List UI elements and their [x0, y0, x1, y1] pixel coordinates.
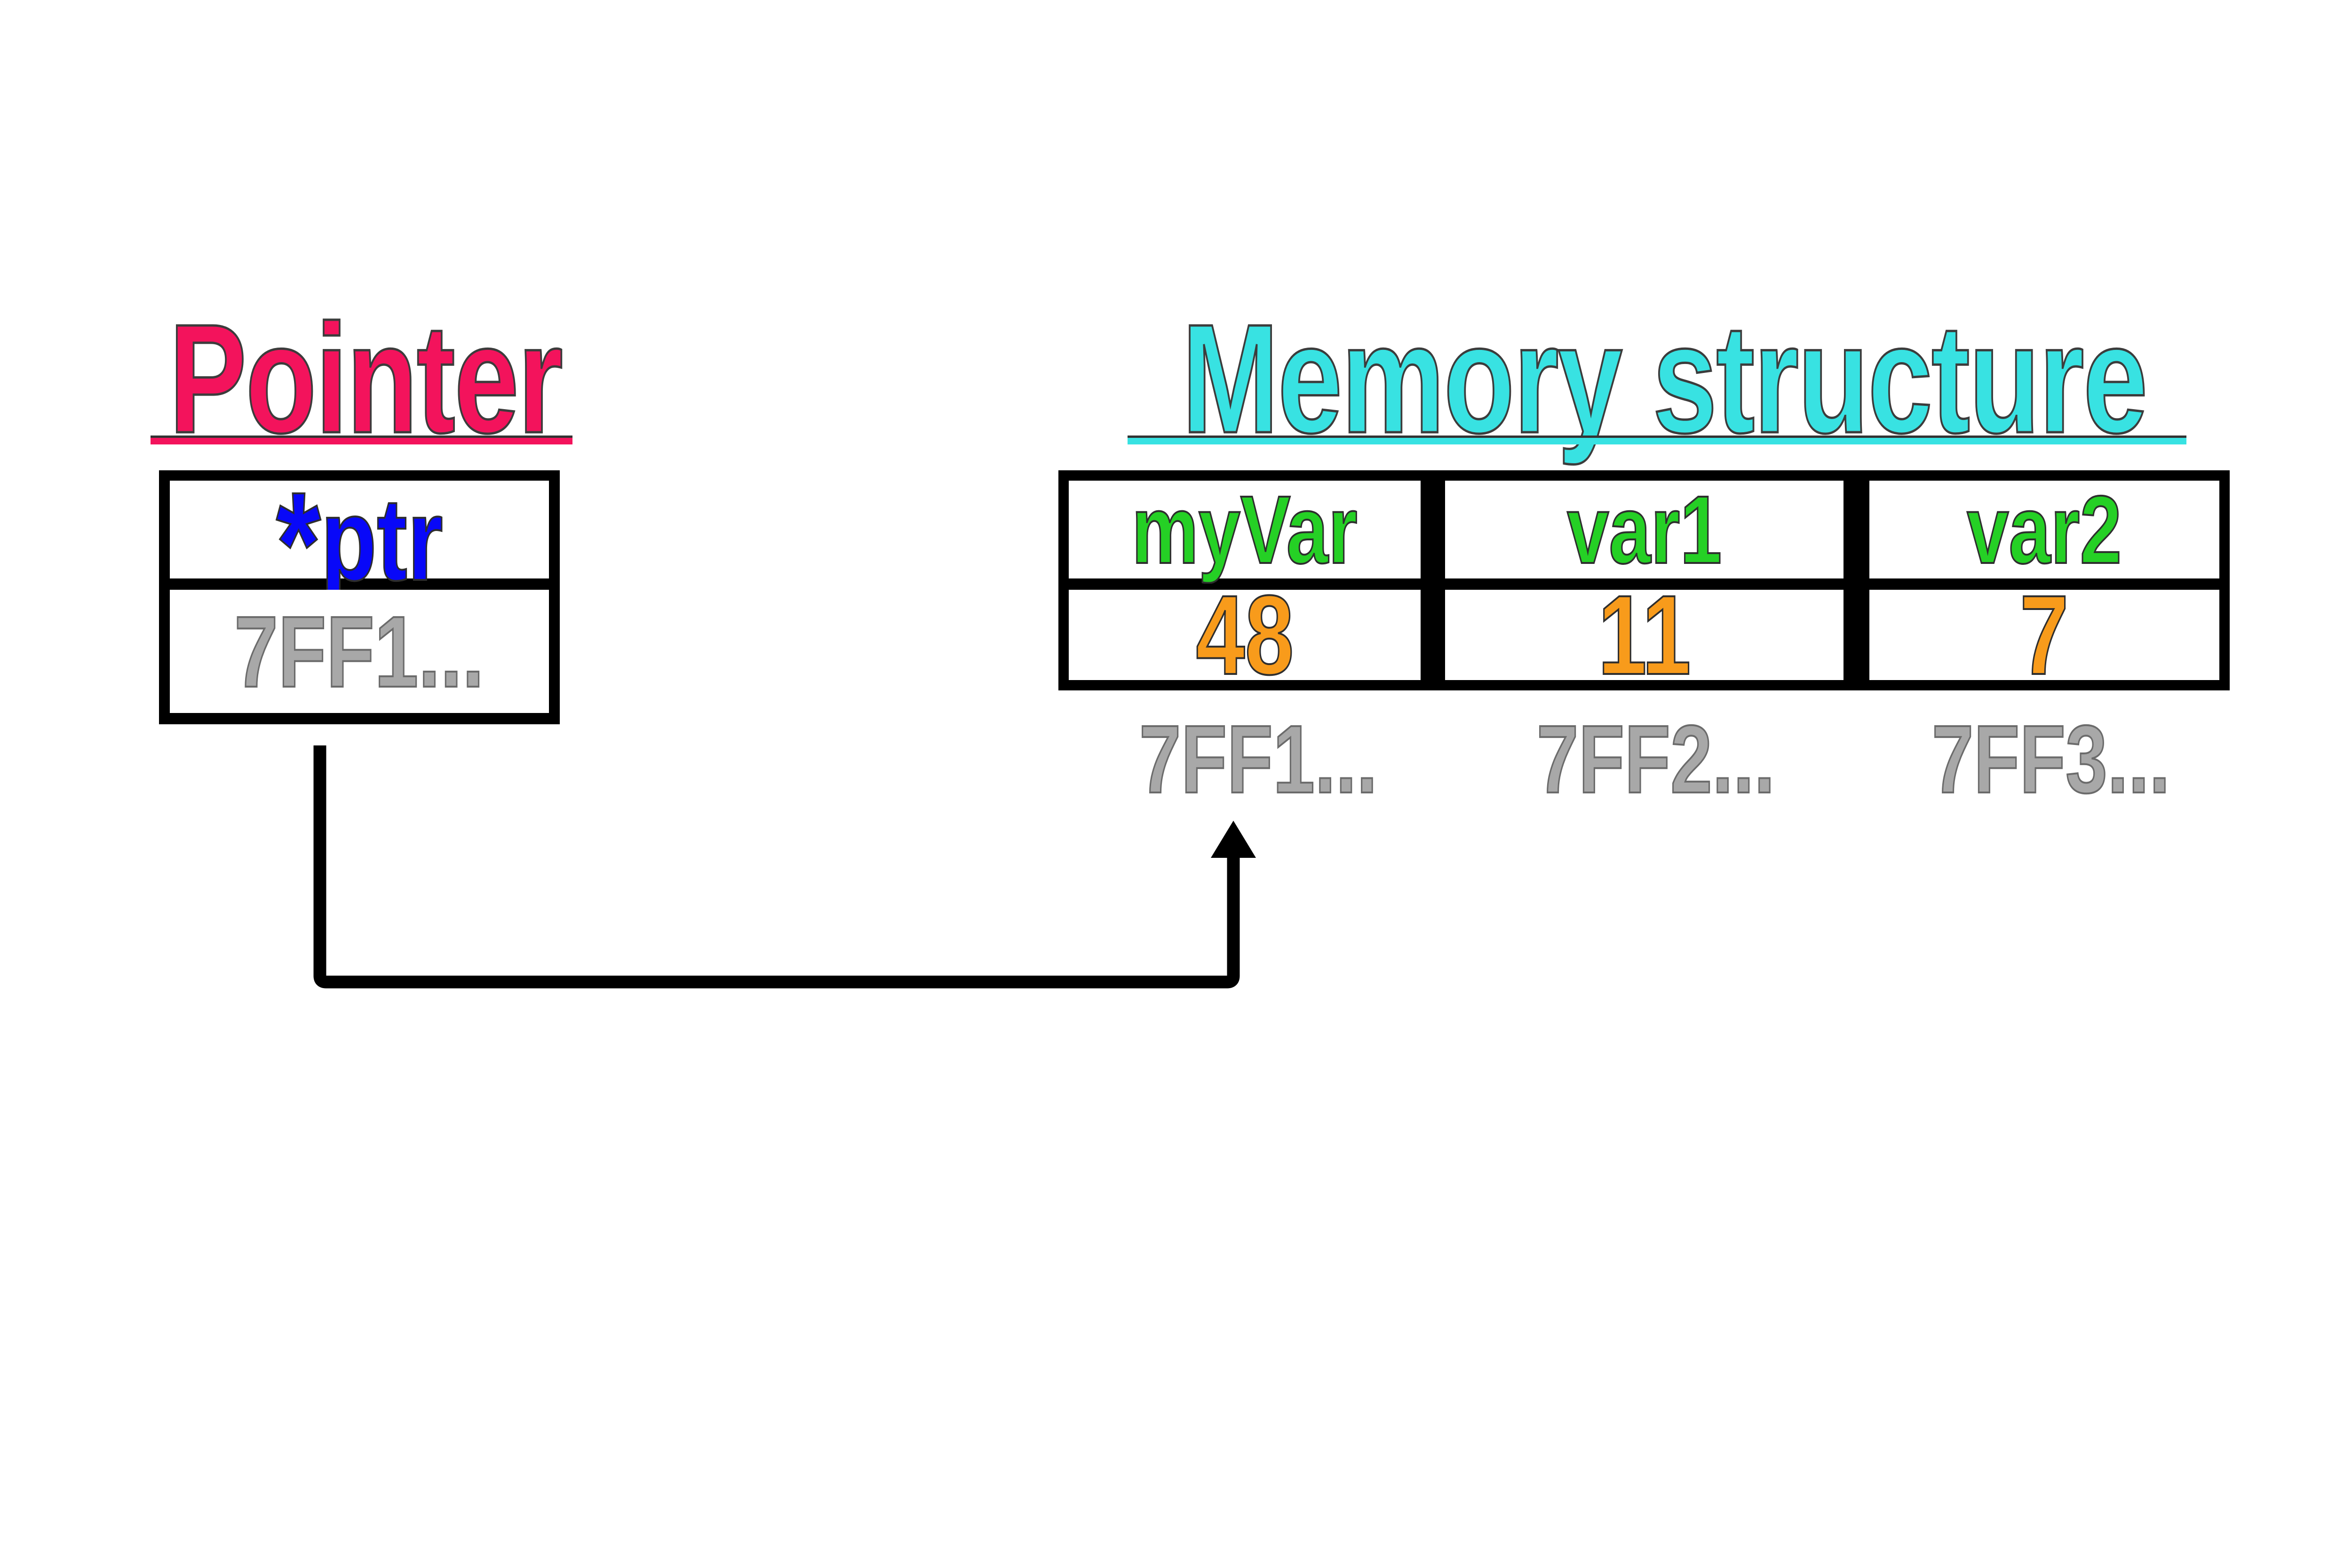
pointer-variable-name: ptr — [320, 473, 444, 605]
pointer-section-title: Pointer — [168, 292, 564, 465]
memory-structure-section-title: Memory structure — [1181, 292, 2149, 465]
pointer-name-cell: *ptr — [170, 469, 549, 618]
memory-address-var2: 7FF3... — [1931, 705, 2171, 813]
memory-cell-header-myvar: myVar — [1069, 475, 1421, 584]
variable-name-label: var1 — [1566, 475, 1722, 584]
memory-cell-header-var1: var1 — [1445, 475, 1843, 584]
memory-cell-value-var2: 7 — [1869, 578, 2219, 692]
pointer-address-cell: 7FF1... — [170, 590, 549, 713]
variable-value: 7 — [2019, 572, 2069, 698]
pointer-name-text: *ptr — [275, 456, 444, 618]
variable-value: 11 — [1597, 572, 1692, 698]
memory-cell-header-var2: var2 — [1869, 475, 2219, 584]
variable-name-label: var2 — [1966, 475, 2122, 584]
memory-structure-table: myVar var1 var2 48 11 7 — [1058, 470, 2230, 692]
arrow-head — [1211, 821, 1256, 858]
variable-value: 48 — [1195, 572, 1294, 698]
pointer-title-underline — [151, 436, 572, 444]
memory-address-myvar: 7FF1... — [1138, 705, 1378, 813]
arrow-line — [313, 745, 1240, 989]
memory-title-underline — [1128, 436, 2186, 444]
pointer-box: *ptr 7FF1... — [159, 469, 560, 724]
memory-cell-value-var1: 11 — [1445, 578, 1843, 692]
variable-name-label: myVar — [1131, 475, 1358, 584]
memory-cell-value-myvar: 48 — [1069, 578, 1421, 692]
memory-address-var1: 7FF2... — [1536, 705, 1776, 813]
pointer-stored-address: 7FF1... — [234, 594, 485, 708]
